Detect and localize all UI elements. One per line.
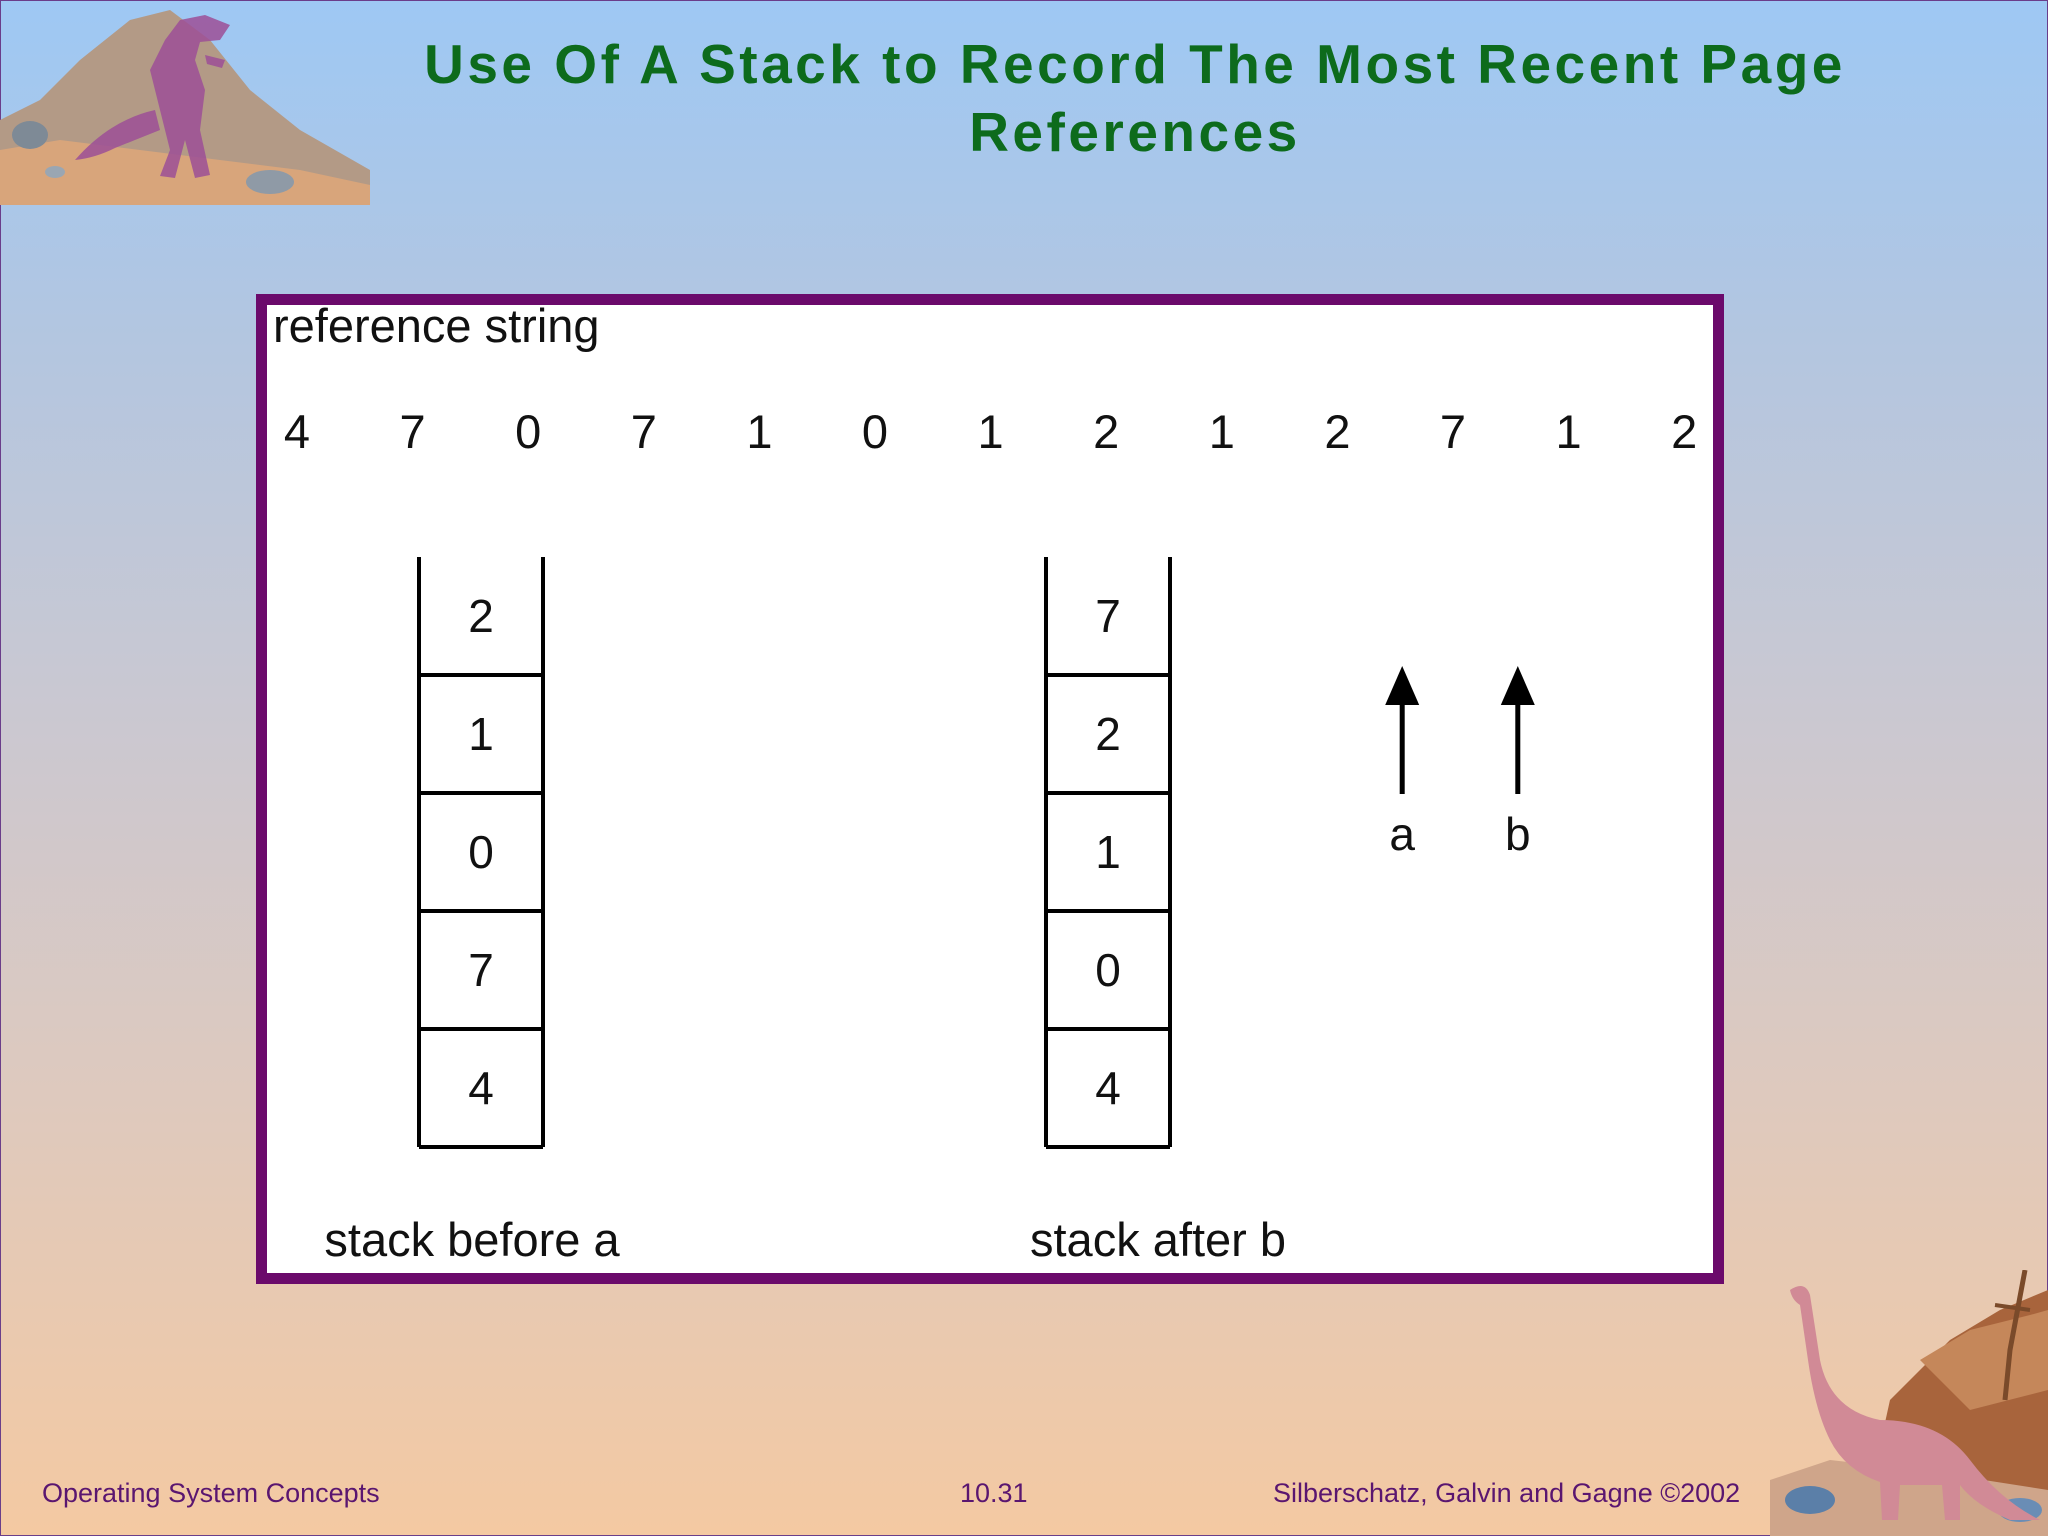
stack-cell-value: 0	[1095, 944, 1121, 996]
stack-2: 7 2 1 0 4 stack after b	[1030, 557, 1286, 1266]
reference-digit: 2	[1671, 405, 1697, 458]
trex-illustration	[0, 10, 370, 205]
reference-digit: 1	[746, 405, 772, 458]
stack-cell-value: 0	[468, 826, 494, 878]
brontosaurus-illustration	[1770, 1270, 2048, 1536]
footer-book-title: Operating System Concepts	[42, 1478, 380, 1508]
stack-cell-value: 2	[468, 590, 494, 642]
marker-arrow-head	[1385, 666, 1420, 705]
stack-cell-value: 1	[468, 708, 494, 760]
slide-title: Use Of A Stack to Record The Most Recent…	[424, 33, 1846, 163]
reference-digit: 7	[400, 405, 426, 458]
reference-digit: 1	[1209, 405, 1235, 458]
reference-digit: 0	[515, 405, 541, 458]
reference-digit: 1	[978, 405, 1004, 458]
reference-digit: 0	[862, 405, 888, 458]
stack-caption: stack after b	[1030, 1213, 1286, 1266]
reference-digit: 1	[1556, 405, 1582, 458]
marker-label-a: a	[1389, 808, 1415, 860]
reference-digit: 2	[1093, 405, 1119, 458]
footer-page-number: 10.31	[960, 1478, 1028, 1508]
reference-digit: 7	[631, 405, 657, 458]
stack-caption: stack before a	[324, 1213, 620, 1266]
reference-string-label: reference string	[273, 299, 600, 352]
stack-cell-value: 4	[468, 1062, 494, 1114]
stack-cell-value: 7	[468, 944, 494, 996]
reference-digit: 7	[1440, 405, 1466, 458]
stack-cell-value: 2	[1095, 708, 1121, 760]
reference-digit: 2	[1324, 405, 1350, 458]
footer-copyright: Silberschatz, Galvin and Gagne ©2002	[1273, 1478, 1741, 1508]
stack-cell-value: 1	[1095, 826, 1121, 878]
marker-label-b: b	[1505, 808, 1531, 860]
reference-digit: 4	[284, 405, 310, 458]
stack-cell-value: 7	[1095, 590, 1121, 642]
marker-arrow-head	[1500, 666, 1535, 705]
stack-cell-value: 4	[1095, 1062, 1121, 1114]
